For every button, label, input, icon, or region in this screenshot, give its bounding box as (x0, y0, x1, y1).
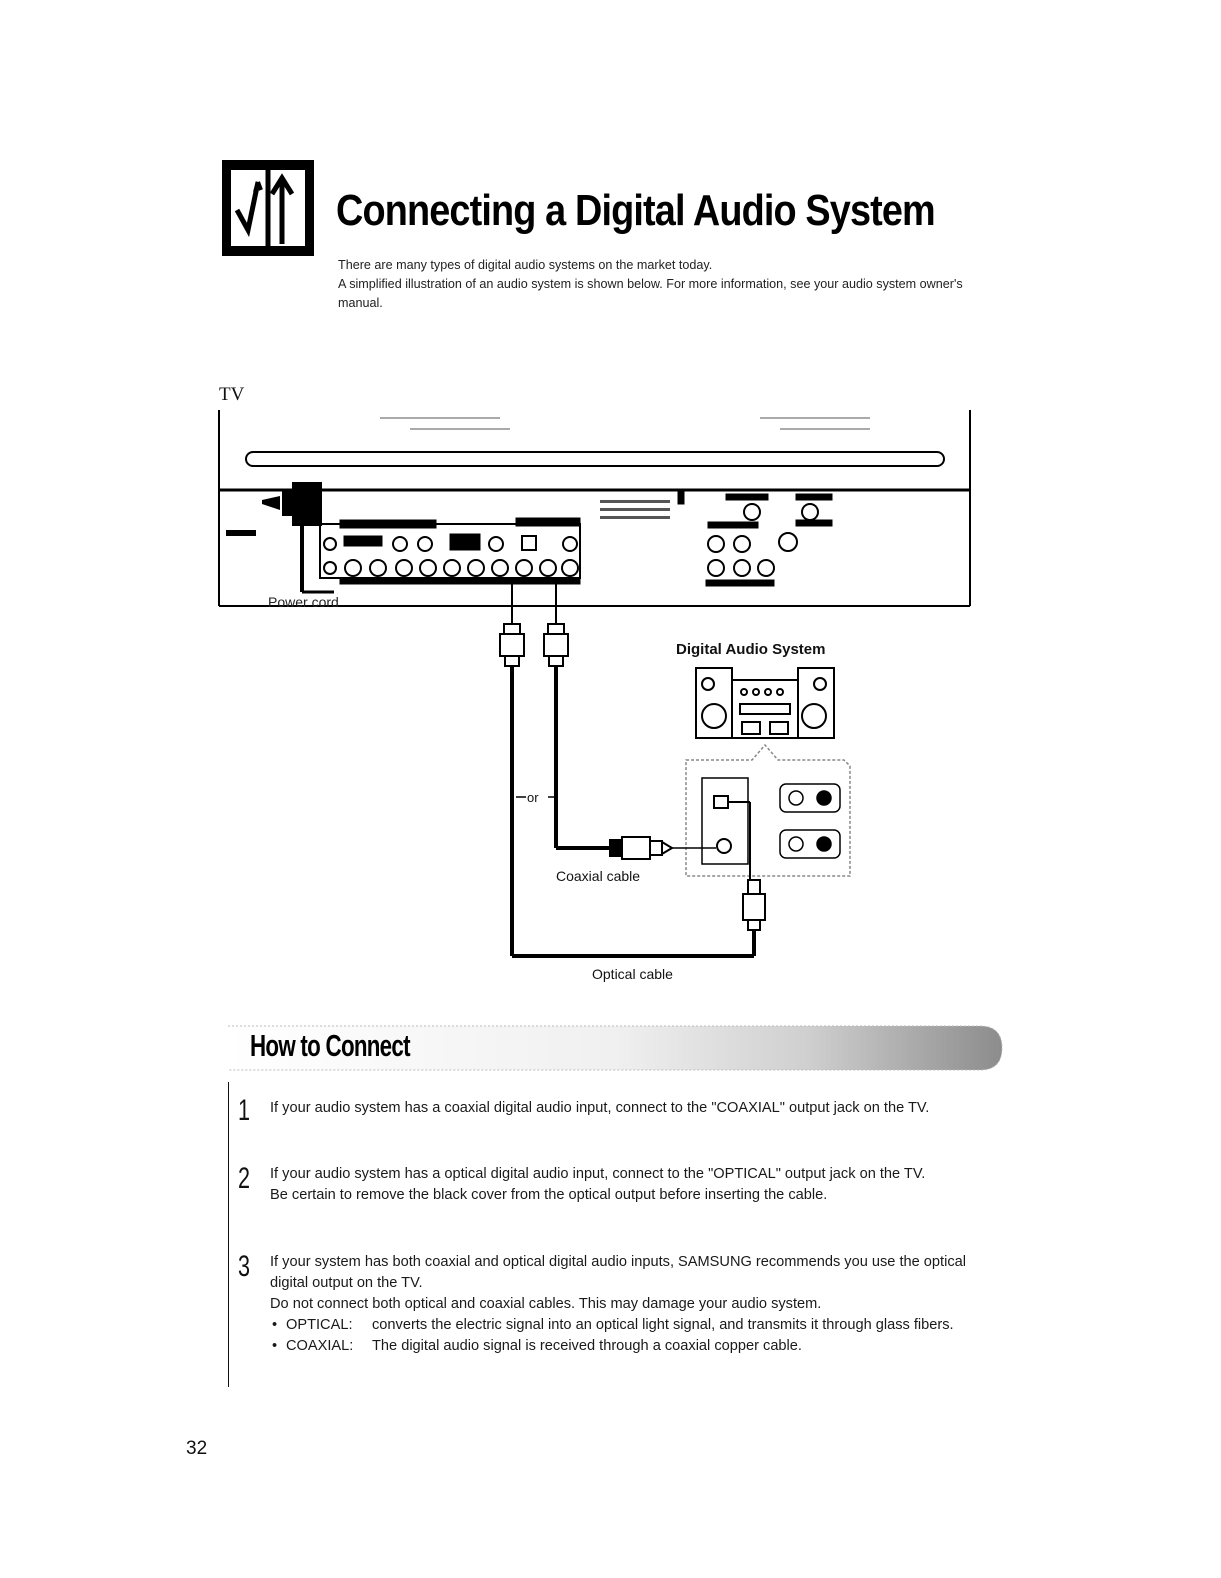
tv-jack-panel (319, 489, 833, 587)
step-number: 1 (238, 1094, 251, 1127)
optical-plug-icon (499, 623, 525, 667)
intro-line-2: A simplified illustration of an audio sy… (338, 277, 963, 310)
step-line: If your audio system has a coaxial digit… (270, 1100, 930, 1116)
step-line: If your system has both coaxial and opti… (270, 1254, 966, 1291)
optical-plug-vertical-icon (742, 879, 766, 931)
power-cord-label: Power cord (268, 594, 339, 610)
step-1-text: If your audio system has a coaxial digit… (270, 1098, 990, 1119)
power-cord-icon (226, 482, 334, 594)
step-line: If your audio system has a optical digit… (270, 1166, 926, 1182)
step-2-text: If your audio system has a optical digit… (270, 1164, 990, 1206)
step-number: 3 (238, 1250, 251, 1283)
audio-input-panel (672, 743, 851, 880)
optical-cable-label: Optical cable (592, 966, 673, 982)
how-to-connect-banner (228, 1025, 1003, 1071)
tv-label: TV (219, 384, 245, 405)
coaxial-cable-label: Coaxial cable (556, 868, 640, 884)
step-line: Do not connect both optical and coaxial … (270, 1296, 822, 1312)
coaxial-plug-icon (543, 623, 569, 667)
audio-system-icon (695, 667, 835, 739)
tv-rear-panel (218, 410, 971, 607)
digital-audio-system-label: Digital Audio System (676, 641, 825, 658)
section-logo-icon (222, 160, 314, 256)
intro-text: There are many types of digital audio sy… (338, 256, 978, 313)
bullet-term: COAXIAL: (286, 1338, 354, 1354)
page-title: Connecting a Digital Audio System (336, 186, 936, 235)
coaxial-plug-horizontal-icon (609, 836, 674, 860)
intro-line-1: There are many types of digital audio sy… (338, 258, 713, 272)
or-label: or (527, 790, 539, 805)
connection-diagram: Power cord Digital Audio System or Coaxi… (218, 410, 971, 982)
bullet-item: •OPTICAL:converts the electric signal in… (270, 1315, 986, 1336)
bullet-item: •COAXIAL:The digital audio signal is rec… (270, 1336, 986, 1357)
cables (510, 580, 756, 958)
page-number: 32 (186, 1438, 208, 1459)
steps-rule (228, 1082, 229, 1387)
bullet-term: OPTICAL: (286, 1317, 353, 1333)
step-number: 2 (238, 1162, 251, 1195)
step-3-text: If your system has both coaxial and opti… (270, 1252, 986, 1357)
bullet-text: converts the electric signal into an opt… (372, 1317, 954, 1333)
step-line: Be certain to remove the black cover fro… (270, 1187, 828, 1203)
how-to-connect-title: How to Connect (250, 1028, 411, 1063)
bullet-text: The digital audio signal is received thr… (372, 1338, 802, 1354)
